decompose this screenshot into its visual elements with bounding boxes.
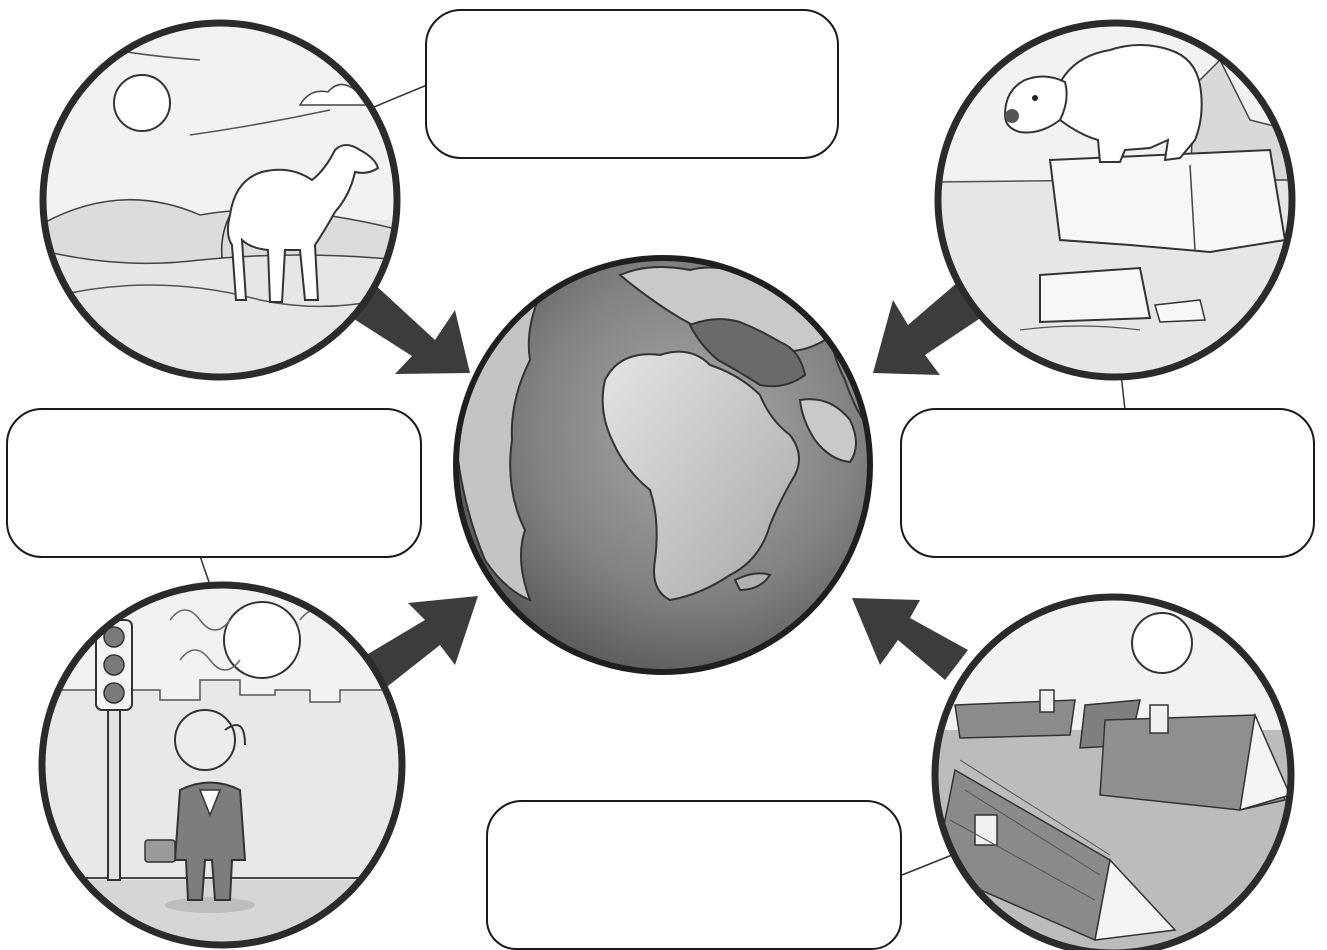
polar-bear-ice-scene bbox=[934, 19, 1296, 381]
arabia-landmass bbox=[798, 398, 857, 464]
businessman-icon bbox=[144, 709, 255, 913]
camel-icon bbox=[220, 144, 380, 303]
arrow-ice-to-earth bbox=[873, 282, 985, 375]
madagascar-landmass bbox=[733, 572, 772, 592]
connector-line-left bbox=[199, 555, 211, 586]
polar-bear-icon bbox=[1003, 44, 1203, 163]
sun-icon bbox=[1131, 612, 1193, 674]
desert-camel-scene bbox=[39, 19, 401, 381]
answer-box-bottom[interactable] bbox=[486, 800, 902, 950]
sun-icon bbox=[223, 601, 301, 679]
city-heat-scene bbox=[38, 581, 406, 949]
earth-globe bbox=[453, 255, 873, 675]
arrow-flood-to-earth bbox=[852, 598, 968, 680]
arrow-desert-to-earth bbox=[343, 282, 470, 374]
connector-line-bottom bbox=[901, 854, 953, 876]
sun-icon bbox=[113, 74, 171, 132]
traffic-light-icon bbox=[95, 619, 133, 881]
roof-middle bbox=[1099, 714, 1286, 811]
answer-box-right[interactable] bbox=[900, 408, 1315, 558]
africa-landmass bbox=[601, 350, 800, 602]
answer-box-left[interactable] bbox=[6, 408, 422, 558]
flooded-houses-scene bbox=[931, 593, 1295, 950]
arrow-city-to-earth bbox=[358, 596, 478, 686]
answer-box-top[interactable] bbox=[425, 9, 839, 159]
mediterranean-region bbox=[688, 318, 807, 388]
roof-back-left bbox=[954, 699, 1076, 739]
